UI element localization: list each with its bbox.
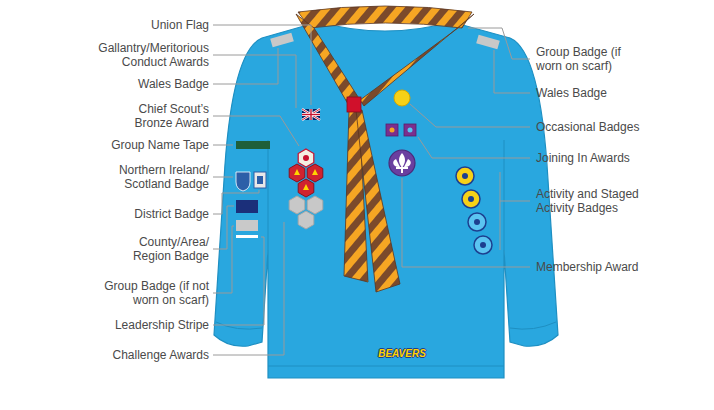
callout-label: Leadership Stripe (115, 318, 209, 332)
award-emblem (408, 128, 413, 133)
joining-in-award (404, 124, 416, 136)
callout-label: Membership Award (536, 260, 639, 274)
badge-emblem (462, 173, 468, 179)
leader-line (468, 28, 530, 59)
activity-badge (474, 236, 492, 254)
scarf-strip (360, 14, 474, 106)
empty-hexagon (298, 211, 314, 229)
district-badge (254, 172, 266, 188)
activity-badge (462, 190, 480, 208)
leader-line (213, 226, 234, 293)
callout-label: Challenge Awards (112, 348, 209, 362)
nation-shield (236, 172, 250, 191)
leader-line (213, 237, 264, 325)
leader-line (410, 104, 530, 127)
flag-saltire (302, 109, 320, 120)
callout-label: Occasional Badges (536, 120, 639, 134)
sleeve-fold (504, 140, 505, 250)
leader-line (213, 116, 299, 146)
leader-line (418, 137, 530, 158)
callout-label: Joining In Awards (536, 151, 630, 165)
scarf-strip (296, 14, 360, 104)
fleur-de-lis-band (396, 167, 408, 169)
county-badge (236, 200, 258, 213)
fleur-de-lis-stem (401, 169, 403, 173)
callout-label: County/Area/ Region Badge (124, 235, 209, 263)
leader-lines (213, 25, 530, 355)
flag-cross-red (310, 109, 311, 120)
bronze-award-hexagon (298, 149, 314, 167)
jumper-body (214, 22, 558, 378)
callout-label: Activity and Staged Activity Badges (536, 187, 654, 215)
callout-label: Northern Ireland/ Scotland Badge (94, 163, 209, 191)
callout-label: Group Badge (if worn on scarf) (536, 45, 636, 73)
activity-badge (468, 213, 486, 231)
award-emblem (390, 128, 395, 133)
callout-label: Wales Badge (138, 77, 209, 91)
name-tape (236, 141, 270, 149)
challenge-emblem (294, 169, 318, 190)
scarf-tail (356, 110, 400, 292)
badge-emblem (468, 196, 474, 202)
union-flag (302, 109, 320, 120)
empty-hexagon (289, 196, 305, 214)
leader-line (213, 48, 278, 84)
district-emblem (257, 176, 263, 184)
logo-text: BEAVERS (378, 348, 426, 360)
group-badge (236, 220, 258, 231)
leader-line (213, 222, 284, 355)
leader-line (213, 55, 296, 108)
joining-in-award (386, 124, 398, 136)
activity-badge (456, 167, 474, 185)
leader-line (402, 178, 530, 267)
flag-field (302, 109, 320, 120)
badge-emblem (474, 219, 480, 225)
leader-line (494, 50, 530, 93)
callout-label: Chief Scout’s Bronze Award (119, 102, 209, 130)
leader-bracket (500, 172, 501, 250)
empty-hexagon (307, 196, 323, 214)
callout-label: Gallantry/Meritorious Conduct Awards (74, 41, 209, 69)
callout-label: Union Flag (151, 18, 209, 32)
badge-emblem (480, 242, 486, 248)
sleeve-fold (268, 140, 269, 250)
leader-line (213, 177, 233, 178)
leader-line (500, 201, 530, 202)
callout-label: Group Name Tape (111, 138, 209, 152)
shoulder-tab (270, 33, 294, 48)
callout-label: Group Badge (if not worn on scarf) (91, 279, 209, 307)
callout-label: Wales Badge (536, 86, 607, 100)
leader-line (213, 145, 233, 146)
occasional-badge (394, 90, 410, 106)
fleur-de-lis (393, 153, 411, 168)
leader-line (213, 190, 259, 214)
cuff-line (216, 322, 262, 329)
hem-line (268, 366, 504, 367)
cuff-line (510, 322, 556, 329)
award-emblem (303, 155, 309, 161)
shoulder-tab (476, 35, 500, 50)
leadership-stripe (236, 235, 258, 238)
callout-label: District Badge (134, 207, 209, 221)
scarf-neck (298, 6, 472, 28)
flag-saltire-red (302, 109, 320, 120)
membership-award (389, 150, 415, 176)
leader-line (213, 206, 234, 249)
woggle (347, 97, 361, 112)
